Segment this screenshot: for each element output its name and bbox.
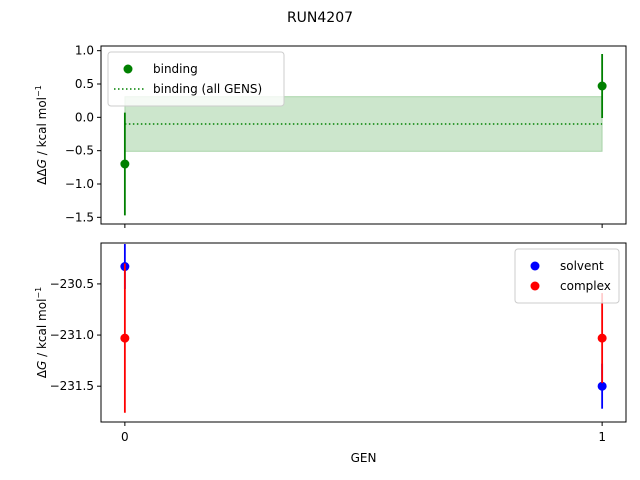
ylabel-exponent: −1 [34,85,43,97]
top-ytick-label: 1.0 [75,44,94,58]
legend-label-binding-all-gens-: binding (all GENS) [153,82,262,96]
binding-point-1 [597,81,607,91]
solvent-point-1 [597,381,607,391]
bottom-xtick-label: 0 [121,430,129,444]
top-ytick-label: −1.0 [65,177,94,191]
bottom-ytick-label: −231.0 [50,328,94,342]
bottom-xtick-label: 1 [598,430,606,444]
ylabel-unit: / kcal mol [35,97,49,159]
top-axes-frame [100,45,627,225]
bottom-legend: solvent complex [514,248,620,304]
legend-box [514,248,620,304]
bottom-ytick-label: −231.5 [50,379,94,393]
ylabel-delta: Δ [35,369,49,378]
legend-box [107,51,285,107]
bottom-y-axis-label: ΔG / kcal mol−1 [34,287,49,378]
complex-point-0 [120,333,130,343]
bottom-ytick-label: −230.5 [50,277,94,291]
top-ytick-label: −0.5 [65,144,94,158]
ylabel-symbol: G [35,361,49,370]
top-legend: binding binding (all GENS) [107,51,285,107]
top-y-axis-label: ΔΔG / kcal mol−1 [34,85,49,185]
binding-point-0 [120,159,130,169]
legend-label-binding: binding [153,62,198,76]
top-ytick-label: −1.5 [65,210,94,224]
legend-label-solvent: solvent [560,259,604,273]
top-ytick-label: 0.5 [75,77,94,91]
bottom-axes-frame [100,242,627,423]
legend-swatch-binding [123,64,133,74]
ylabel-unit: / kcal mol [35,299,49,361]
complex-point-1 [597,333,607,343]
legend-swatch-complex [530,281,540,291]
ylabel-symbol: G [35,159,49,168]
ylabel-exponent: −1 [34,287,43,299]
top-ytick-label: 0.0 [75,110,94,124]
legend-label-complex: complex [560,279,611,293]
ylabel-delta: ΔΔ [35,168,49,185]
legend-swatch-solvent [530,261,540,271]
figure-title: RUN4207 [287,10,353,26]
x-axis-label: GEN [351,451,377,465]
